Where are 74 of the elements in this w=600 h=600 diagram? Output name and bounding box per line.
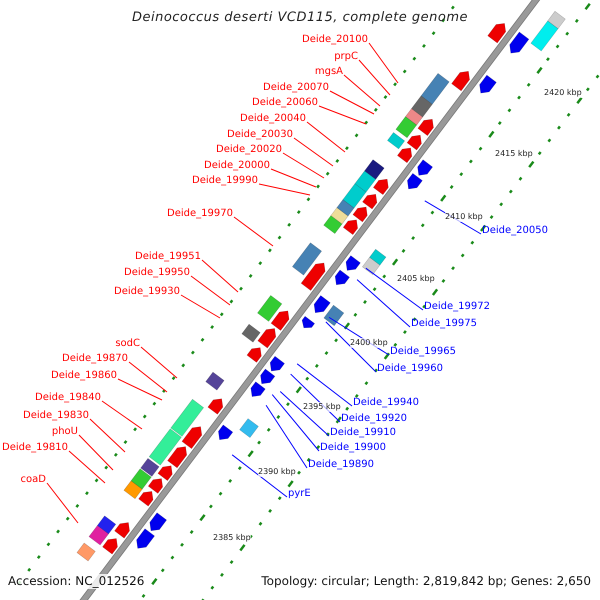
leader-line [270, 168, 316, 188]
gene-label: phoU [52, 426, 78, 438]
gene-label: pyrE [288, 488, 311, 500]
scale-label: 2420 kbp [544, 88, 582, 98]
gene-label: Deide_19910 [330, 427, 396, 439]
gene-label: Deide_19970 [167, 208, 233, 220]
leader-line [306, 122, 346, 152]
scale-label: 2405 kbp [397, 274, 435, 284]
leader-line [202, 260, 238, 292]
scale-label: 2385 kbp [213, 533, 251, 543]
leader-line [118, 378, 162, 400]
leader-line [282, 152, 324, 178]
leader-line [68, 450, 106, 484]
gene-label: Deide_19830 [23, 410, 89, 422]
leader-line [294, 138, 334, 166]
gene-label: Deide_19940 [353, 397, 419, 409]
leader-line [272, 394, 320, 452]
gene-label: Deide_19870 [62, 353, 128, 365]
gene-label: Deide_19840 [35, 392, 101, 404]
leader-line [128, 362, 168, 392]
scale-label: 2410 kbp [445, 212, 483, 222]
genome-info: Topology: circular; Length: 2,819,842 bp; Genes: 2,650 [261, 574, 591, 589]
leader-line [330, 90, 374, 114]
gene-label: Deide_19810 [2, 442, 68, 454]
gene-label: Deide_19930 [114, 286, 180, 298]
gene-label: Deide_20100 [302, 34, 368, 46]
gene-label: Deide_20030 [227, 129, 293, 141]
leader-line [90, 418, 126, 452]
gene-label: Deide_19890 [308, 459, 374, 471]
gene-label: Deide_19860 [51, 370, 117, 382]
gene-label: Deide_19972 [424, 301, 490, 313]
leader-line [280, 391, 330, 436]
gene-label: Deide_19975 [411, 318, 477, 330]
gene-label: prpC [334, 51, 358, 63]
map-title: Deinococcus deserti VCD115, complete genome [130, 10, 470, 26]
leader-line [358, 60, 390, 96]
gene-label: Deide_19960 [377, 363, 443, 375]
leader-line [102, 400, 142, 430]
leader-line [232, 454, 288, 498]
scale-label: 2390 kbp [258, 467, 296, 477]
gene-label: Deide_20040 [240, 113, 306, 125]
gene-label: Deide_19990 [192, 175, 258, 187]
leader-line [318, 106, 366, 124]
gene-label: Deide_19900 [320, 442, 386, 454]
leader-line [325, 321, 376, 372]
leader-line [368, 42, 398, 84]
leader-line [365, 268, 424, 310]
leader-line [258, 184, 310, 196]
gene-label: Deide_20060 [252, 97, 318, 109]
scale-label: 2400 kbp [350, 338, 388, 348]
accession-note: Accession: NC_012526 [8, 574, 144, 589]
leader-line [266, 404, 308, 468]
leader-line [344, 74, 380, 106]
leader-line [296, 363, 352, 406]
leader-line [190, 276, 230, 306]
scale-label: 2415 kbp [495, 149, 533, 159]
gene-label: Deide_19951 [135, 251, 201, 263]
gene-label: Deide_19920 [341, 413, 407, 425]
leader-line [180, 294, 220, 318]
gene-label: Deide_20070 [263, 82, 329, 94]
gene-label: Deide_19950 [124, 267, 190, 279]
gene-label: sodC [115, 338, 140, 350]
gene-label: coaD [20, 474, 46, 486]
gene-label: mgsA [314, 66, 343, 78]
leader-line [78, 434, 114, 470]
leader-line [234, 216, 274, 246]
scale-label: 2395 kbp [303, 402, 341, 412]
leader-line [140, 346, 178, 378]
leader-line [46, 482, 78, 524]
leader-line [356, 279, 410, 328]
gene-label: Deide_20000 [204, 160, 270, 172]
gene-label: Deide_19965 [390, 346, 456, 358]
gene-label: Deide_20050 [482, 225, 548, 237]
gene-label: Deide_20020 [216, 144, 282, 156]
